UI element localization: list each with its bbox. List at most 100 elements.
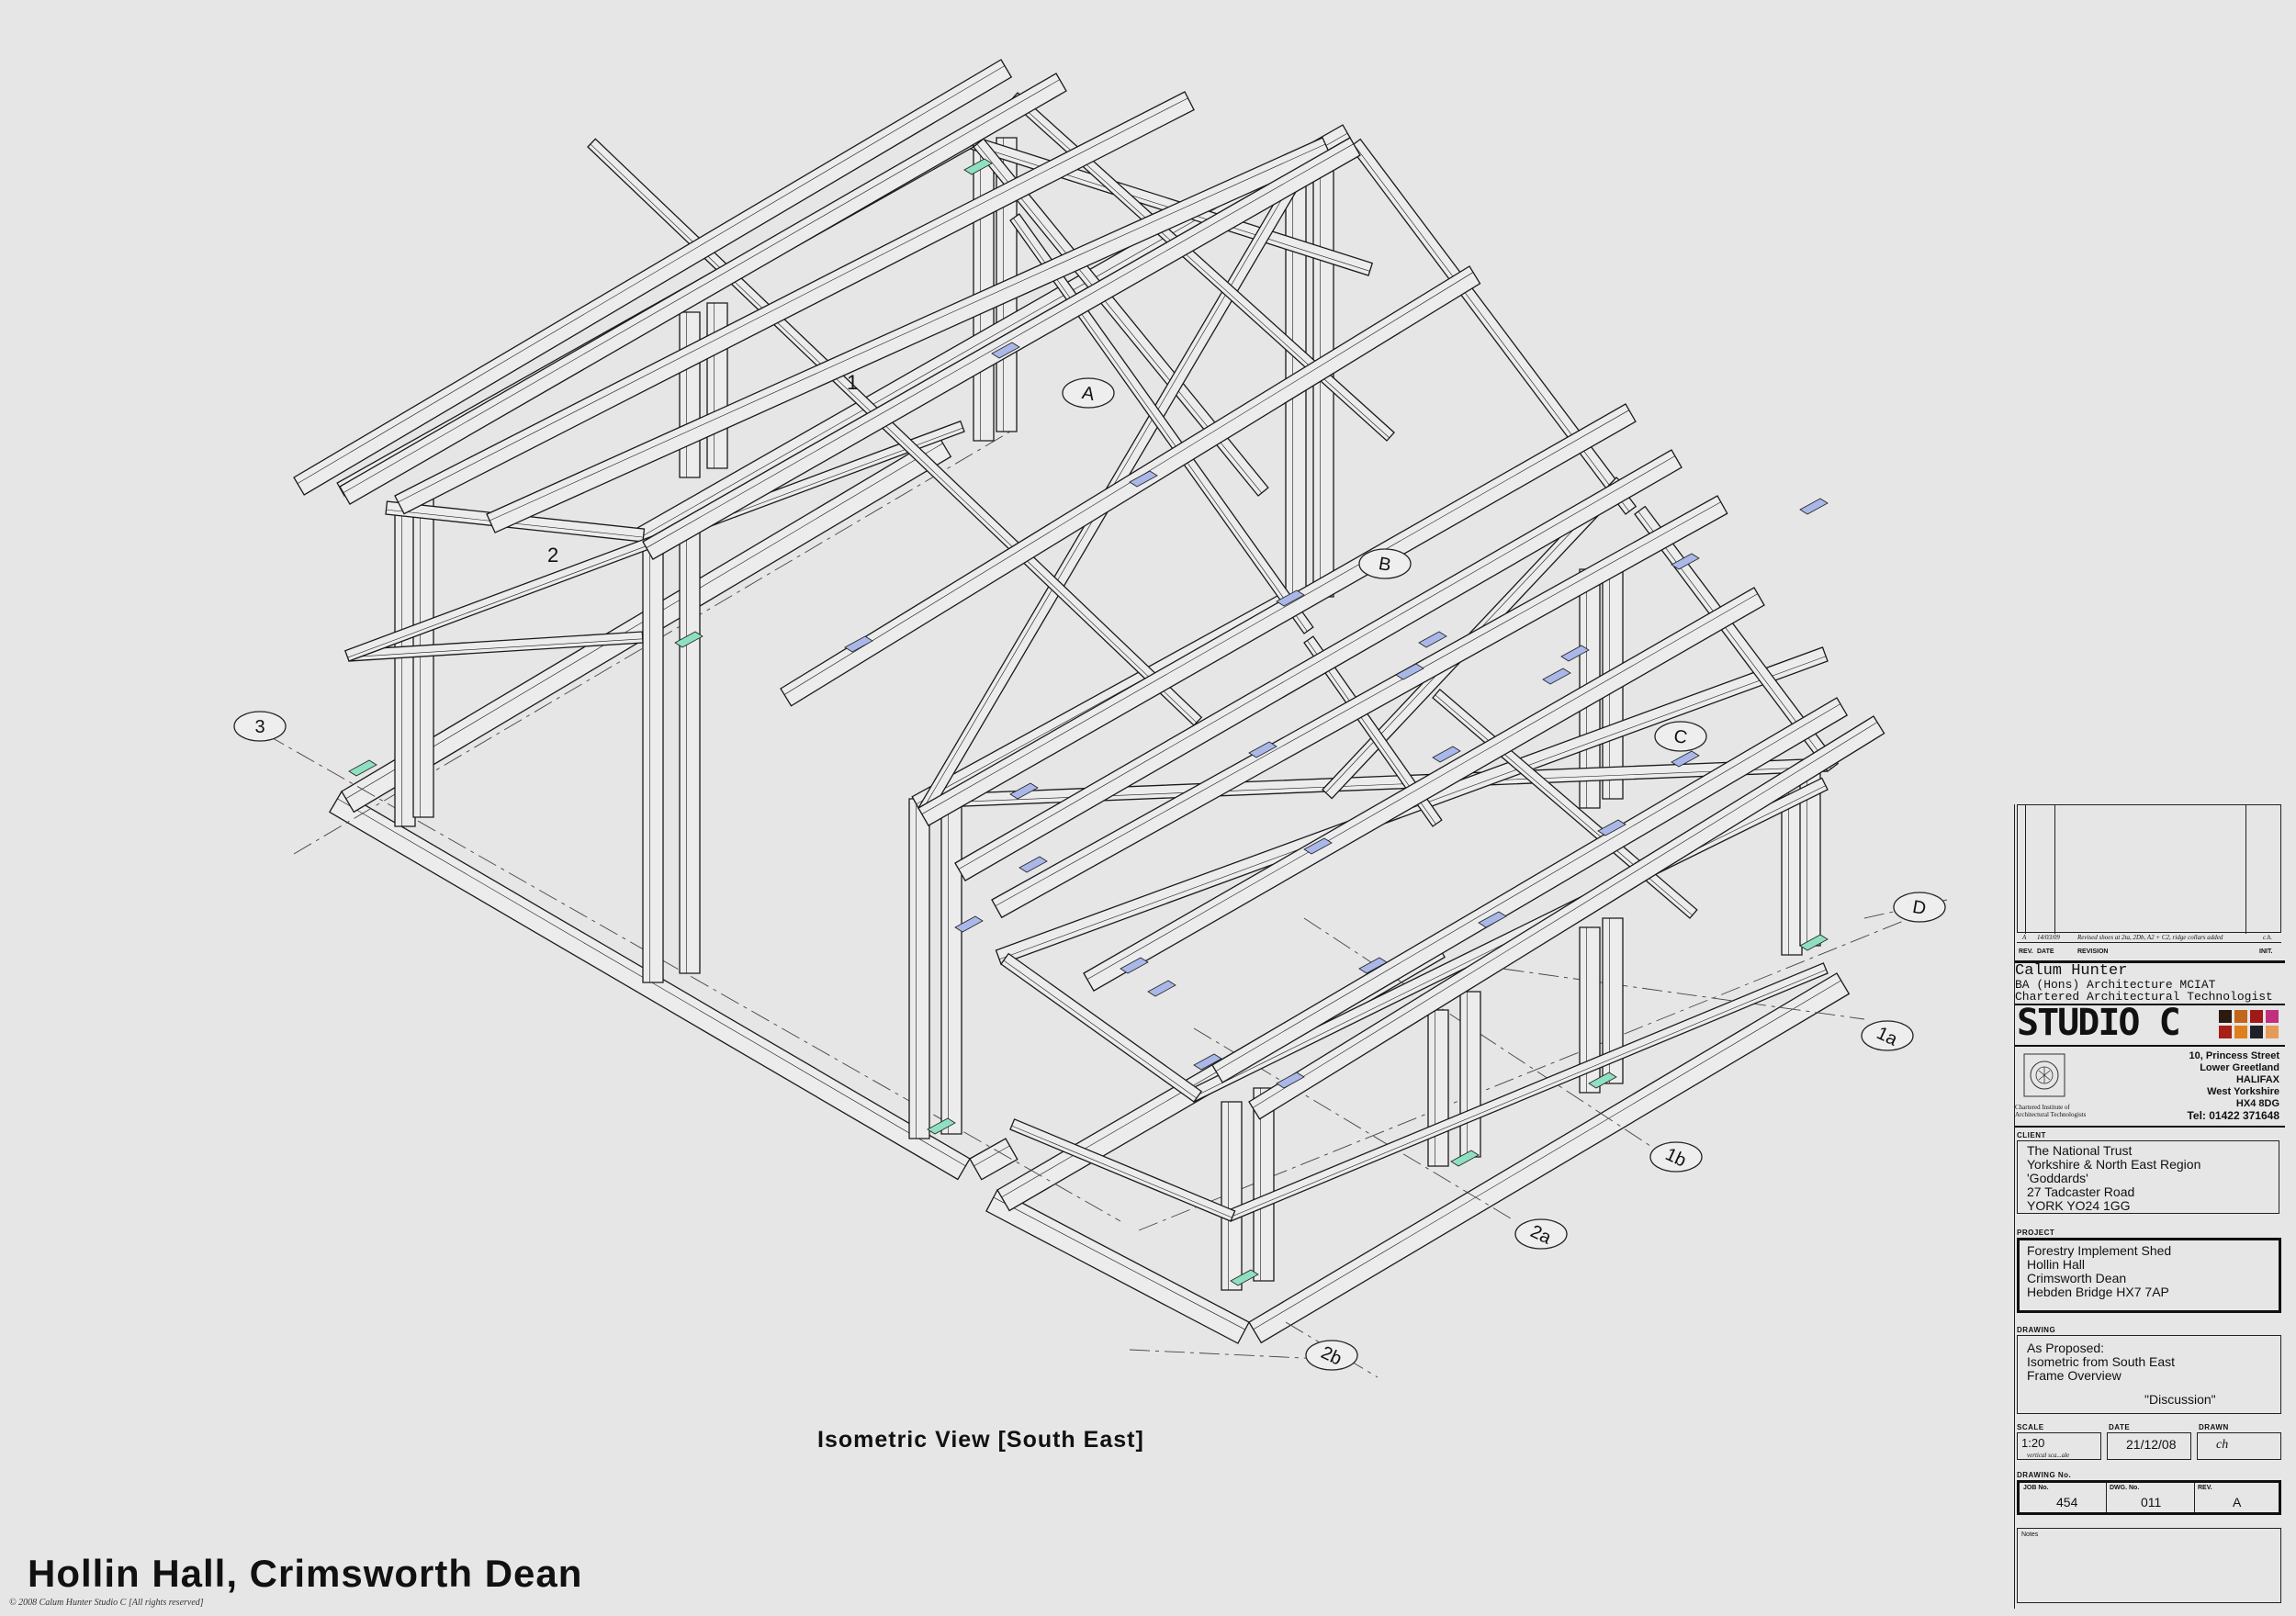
roof-purlin	[1211, 697, 1849, 1083]
drawn-box: ch	[2197, 1432, 2281, 1460]
blue-connector-plate	[1147, 980, 1176, 997]
scale-box: 1:20 vertical sca...ale	[2017, 1432, 2101, 1460]
timber-post	[394, 504, 416, 827]
timber-post	[940, 780, 962, 1135]
drawn-header: DRAWN	[2199, 1423, 2229, 1431]
project-header: PROJECT	[2017, 1229, 2055, 1237]
grid-label-1a: 1a	[1861, 1020, 1914, 1051]
frame-number-label: 2	[547, 544, 558, 567]
principal-rafter	[1634, 505, 1840, 772]
scale-header: SCALE	[2017, 1423, 2044, 1431]
grid-label-bubble	[1654, 721, 1707, 752]
strut	[1303, 635, 1443, 827]
grid-label-text: A	[1080, 383, 1097, 405]
date-box: 21/12/08	[2107, 1432, 2191, 1460]
grid-line	[1469, 963, 1865, 1020]
foundation-plinth	[1248, 972, 1851, 1344]
green-connector-plate	[1230, 1269, 1259, 1286]
blue-connector-plate	[1276, 1072, 1305, 1089]
timber-edge	[1252, 722, 1878, 1108]
timber-edge	[1215, 703, 1841, 1072]
strut	[1009, 213, 1314, 634]
timber-post	[1579, 926, 1601, 1094]
grid-line	[265, 734, 1121, 1222]
ciat-label: Chartered Institute of Architectural Tec…	[2015, 1104, 2087, 1118]
blue-connector-plate	[1597, 819, 1626, 836]
timber-post	[1253, 1087, 1275, 1282]
grid-label-a: A	[1062, 377, 1115, 409]
grid-label-text: B	[1377, 554, 1392, 576]
timber-edge	[993, 1196, 1245, 1330]
green-connector-plate	[927, 1117, 956, 1135]
timber-post	[908, 798, 930, 1139]
roof-purlin	[917, 403, 1637, 826]
roof-purlin	[780, 265, 1481, 707]
timber-edge	[1003, 960, 1198, 1099]
timber-post	[679, 513, 701, 974]
date-header: DATE	[2037, 948, 2054, 955]
timber-edge	[297, 65, 1006, 484]
grid-label-3: 3	[233, 711, 287, 742]
title-block: A 14/03/09 Revised shoes at 2ta, 2Db, A2…	[2014, 804, 2285, 1609]
studio-color-swatch	[2234, 1010, 2247, 1023]
revision-panel	[2017, 804, 2281, 934]
grid-label-bubble	[1305, 1340, 1358, 1371]
timber-edge	[590, 143, 1198, 724]
blue-connector-plate	[1432, 746, 1461, 763]
main-title: Hollin Hall, Crimsworth Dean	[28, 1552, 583, 1595]
timber-edge	[490, 143, 1326, 522]
timber-edge	[783, 272, 1474, 695]
studio-address: 10, Princess Street Lower Greetland HALI…	[2189, 1050, 2279, 1109]
timber-post	[1602, 917, 1624, 1084]
grid-label-text: 3	[254, 717, 264, 737]
revision-header: REVISION	[2077, 948, 2109, 955]
timber-edge	[348, 638, 643, 658]
drawing-details: As Proposed: Isometric from South East F…	[2027, 1341, 2176, 1383]
principal-rafter	[973, 138, 1269, 497]
timber-post	[1221, 1101, 1243, 1291]
studio-color-swatch	[2250, 1010, 2263, 1023]
blue-connector-plate	[1542, 668, 1571, 685]
rev-header: REV.	[2019, 948, 2033, 955]
timber-edge	[1011, 1125, 1232, 1218]
studio-logo-text: STUDIO C	[2017, 1002, 2181, 1044]
studio-color-swatch	[2219, 1026, 2232, 1038]
revision-init: c.h.	[2263, 934, 2273, 941]
timber-edge	[921, 410, 1629, 814]
timber-edge	[958, 455, 1675, 870]
blue-connector-plate	[1560, 645, 1590, 662]
roof-purlin	[339, 73, 1067, 505]
green-connector-plate	[1450, 1150, 1480, 1167]
green-connector-plate	[1588, 1072, 1617, 1089]
drawing-no-box: JOB No. 454 DWG. No. 011 REV. A	[2017, 1480, 2281, 1515]
timber-post	[642, 532, 664, 983]
project-details: Forestry Implement Shed Hollin Hall Crim…	[2027, 1243, 2172, 1299]
frame-number-label: 1	[847, 371, 858, 394]
client-header: CLIENT	[2017, 1131, 2046, 1139]
notes-box: Notes	[2017, 1528, 2281, 1603]
blue-connector-plate	[844, 635, 873, 653]
blue-connector-plate	[991, 342, 1020, 359]
project-box: Forestry Implement Shed Hollin Hall Crim…	[2017, 1238, 2281, 1313]
grid-label-text: D	[1911, 897, 1928, 919]
grid-label-d: D	[1893, 892, 1946, 923]
grid-label-bubble	[1514, 1218, 1568, 1250]
timber-edge	[646, 143, 1354, 548]
blue-connector-plate	[1193, 1053, 1222, 1071]
rafter	[1009, 92, 1395, 442]
blue-connector-plate	[1671, 553, 1700, 570]
timber-post	[1459, 991, 1481, 1158]
grid-label-2b: 2b	[1305, 1340, 1358, 1371]
date-field-header: DATE	[2109, 1423, 2131, 1431]
grid-label-1b: 1b	[1649, 1141, 1703, 1173]
drawing-status: "Discussion"	[2144, 1392, 2216, 1407]
tie-beam	[1000, 952, 1203, 1103]
timber-edge	[974, 1145, 1010, 1167]
blue-connector-plate	[1478, 911, 1507, 928]
grid-label-text: C	[1672, 726, 1689, 748]
blue-connector-plate	[1671, 750, 1700, 768]
blue-connector-plate	[1248, 741, 1277, 758]
architect-name: Calum Hunter	[2015, 962, 2128, 980]
